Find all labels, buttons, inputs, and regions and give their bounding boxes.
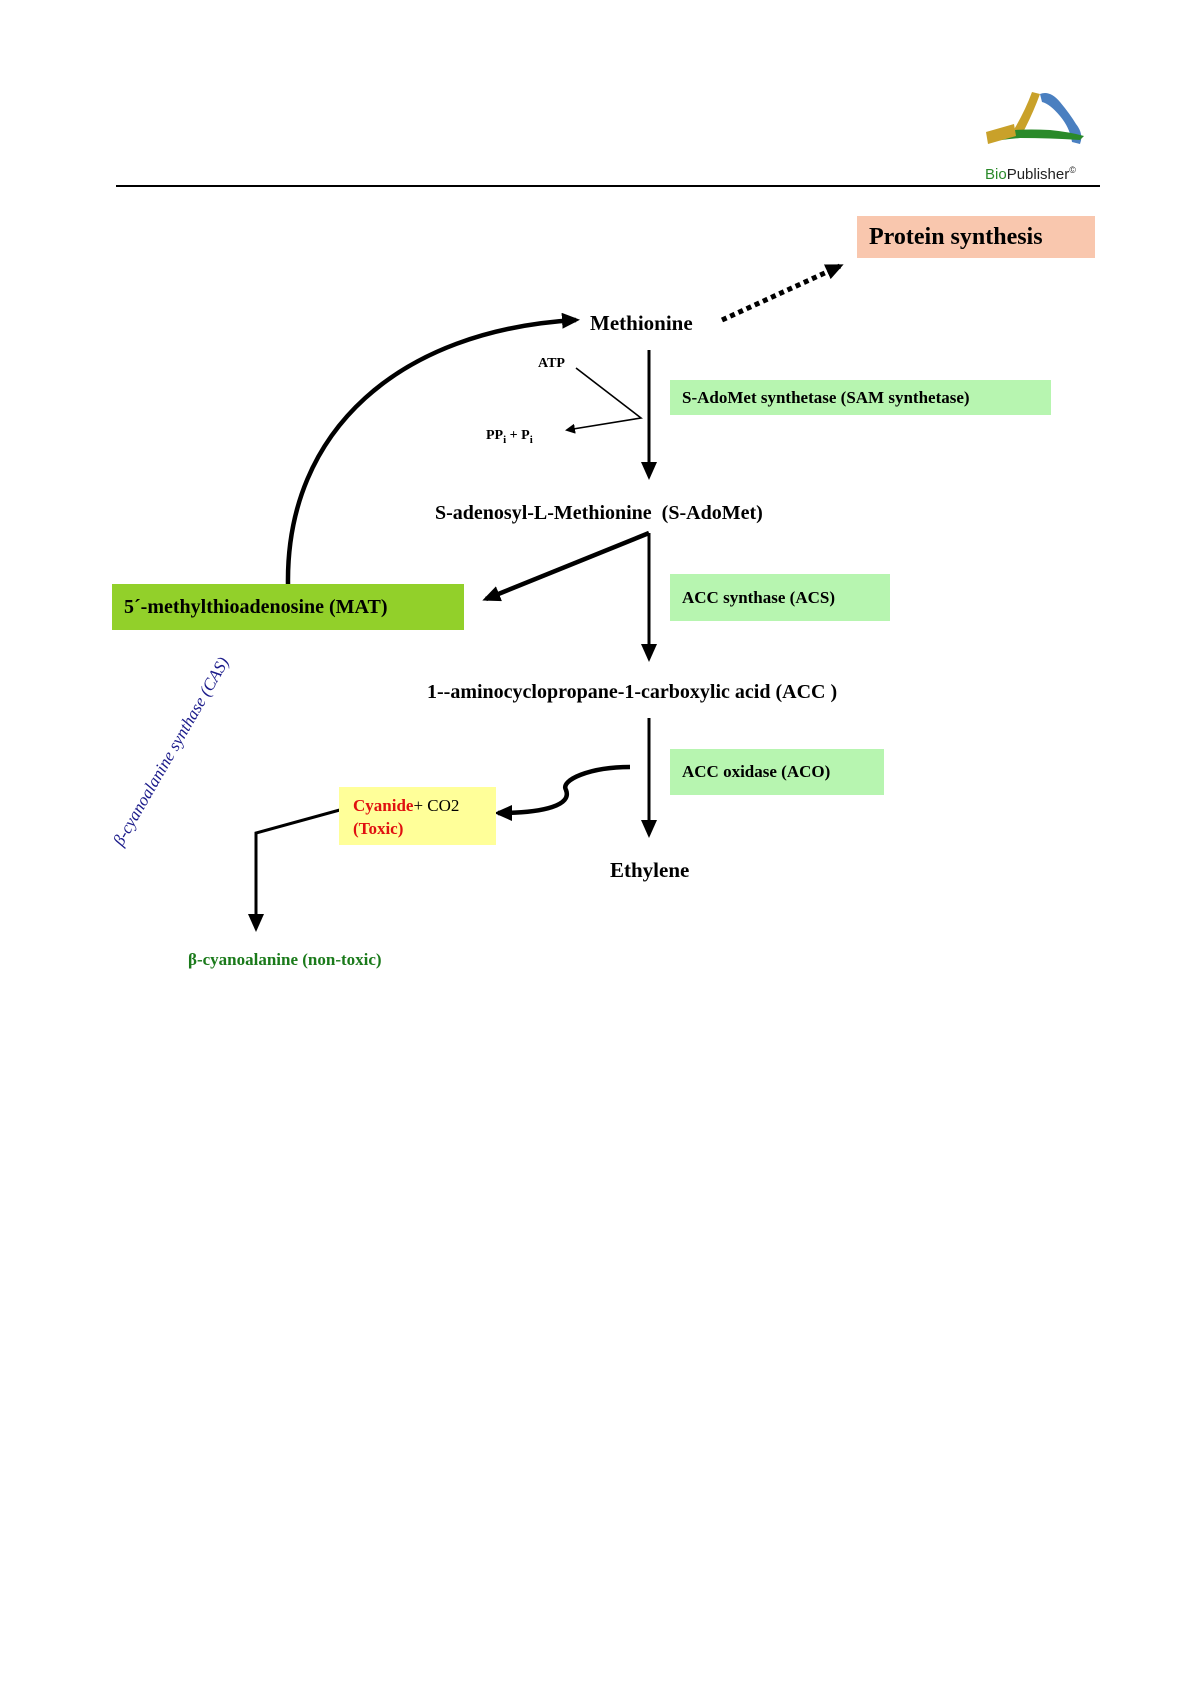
acc-label: 1--aminocyclopropane-1-carboxylic acid (… [427,681,838,703]
acs-label: ACC synthase (ACS) [682,587,836,607]
acs-box: ACC synthase (ACS) [670,574,890,621]
arrow-acc-to-cyanide [494,764,631,821]
protein-synthesis-box: Protein synthesis [857,216,1095,258]
cyanide-line: Cyanide+ CO2 [353,794,496,817]
s-adomet-label: S-adenosyl-L-Methionine (S-AdoMet) [435,502,763,524]
logo-bio: Bio [985,166,1007,183]
co2-label: + CO2 [413,796,460,815]
sam-synthetase-box: S-AdoMet synthetase (SAM synthetase) [670,380,1051,415]
arrow-methionine-to-protein [720,263,844,323]
logo-wordmark: BioPublisher© [985,165,1076,183]
mat-box: 5´-methylthioadenosine (MAT) [112,584,464,630]
logo-publisher: Publisher [1006,166,1070,183]
aco-label: ACC oxidase (ACO) [682,762,831,781]
methionine-label: Methionine [590,311,693,335]
ppi-pi-label: PPi + Pi [486,428,533,446]
biopublisher-logo-icon [986,92,1084,144]
ethylene-label: Ethylene [610,858,690,882]
arrow-mat-to-methionine [285,312,580,585]
arrow-atp-to-ppi [565,367,643,434]
protein-synthesis-label: Protein synthesis [869,223,1043,250]
atp-label: ATP [538,356,565,371]
arrow-cyanide-to-cyanoalanine [248,806,348,932]
cyanide-box: Cyanide+ CO2 (Toxic) [339,787,496,845]
cyanide-label: Cyanide [353,796,414,815]
header-rule [116,185,1100,187]
cyanoalanine-label: β-cyanoalanine (non-toxic) [188,950,382,969]
logo-copyright: © [1069,165,1076,175]
aco-box: ACC oxidase (ACO) [670,749,884,795]
arrow-sadomet-to-mat [482,530,650,602]
sam-synthetase-label: S-AdoMet synthetase (SAM synthetase) [682,387,970,407]
mat-label: 5´-methylthioadenosine (MAT) [124,595,388,618]
toxic-label: (Toxic) [353,819,404,838]
